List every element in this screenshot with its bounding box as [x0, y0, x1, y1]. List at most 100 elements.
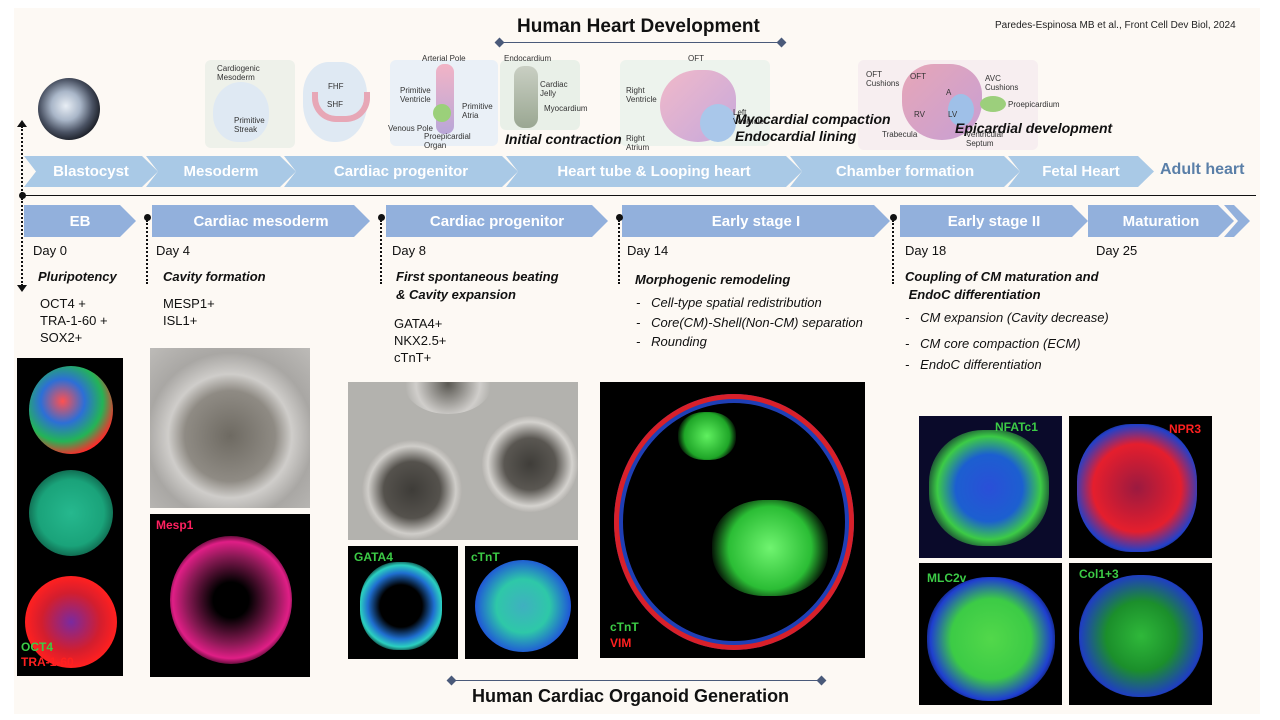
mesp1-stain-image: Mesp1 — [150, 514, 310, 677]
jelly-tube-shape — [514, 66, 538, 128]
label-rv: RV — [914, 110, 925, 119]
label-oft: OFT — [688, 54, 704, 63]
label-a: A — [946, 88, 952, 97]
stain-label-oct4: OCT4 — [21, 640, 54, 654]
stain-label-ctnt: cTnT — [471, 550, 500, 564]
stage-adult-heart: Adult heart — [1160, 161, 1245, 178]
bullet-redistribution: - Cell-type spatial redistribution — [636, 295, 822, 310]
label-fhf: FHF — [328, 82, 344, 91]
label-cardiac-jelly: Cardiac Jelly — [540, 80, 568, 98]
organoid-c — [404, 382, 492, 414]
bullet-cm-compaction: - CM core compaction (ECM) — [905, 336, 1081, 351]
stage4-dot — [616, 214, 623, 221]
heading-morphogenic-remodeling: Morphogenic remodeling — [635, 272, 791, 287]
stage2-line — [146, 220, 148, 284]
label-left-ventricle: Left Ventricle — [733, 108, 764, 126]
stage3-line — [380, 220, 382, 284]
eb-sox2-stain — [29, 470, 113, 556]
gata4-stain-image: GATA4 — [348, 546, 458, 659]
footer-title: Human Cardiac Organoid Generation — [472, 686, 790, 706]
eb-arrow-head — [17, 285, 27, 292]
ctnt-disc — [475, 560, 571, 652]
marker-nkx25: NKX2.5+ — [394, 333, 447, 348]
gata4-ring — [360, 562, 442, 650]
blastocyst-image — [38, 78, 100, 140]
bullet-rounding: - Rounding — [636, 334, 707, 349]
mlc2v-blob — [927, 577, 1055, 701]
day-18: Day 18 — [905, 243, 947, 258]
organoid-stage-cardiac-progenitor: Cardiac progenitor — [386, 205, 608, 237]
stage2-dot — [144, 214, 151, 221]
heading-first-beating: First spontaneous beating & Cavity expan… — [396, 269, 559, 302]
label-oft-small: OFT — [910, 72, 926, 81]
proepicardial-organ-shape — [433, 104, 451, 122]
stage4-line — [618, 220, 620, 284]
label-lv: LV — [948, 110, 958, 119]
event-initial-contraction: Initial contraction — [505, 131, 622, 147]
day-14: Day 14 — [627, 243, 669, 258]
heart-tube-shape — [436, 64, 454, 134]
label-venous-pole: Venous Pole — [388, 124, 433, 133]
timeline-axis — [22, 195, 1256, 196]
bullet-endoc: - EndoC differentiation — [905, 357, 1042, 372]
label-avc-cushions: AVC Cushions — [985, 74, 1019, 92]
day-8: Day 8 — [392, 243, 426, 258]
progenitor-brightfield-image — [348, 382, 578, 540]
left-ventricle-shape — [700, 104, 736, 142]
up-arrow-head — [17, 120, 27, 127]
stage-fetal-heart: Fetal Heart — [1008, 156, 1154, 187]
cardiac-jelly-illustration — [500, 60, 580, 130]
heading-coupling: Coupling of CM maturation and EndoC diff… — [905, 269, 1099, 302]
marker-gata4: GATA4+ — [394, 316, 443, 331]
stain-label-npr3: NPR3 — [1169, 422, 1202, 436]
early-stage-1-stain-image: cTnT VIM — [600, 382, 865, 658]
label-oft-cushions: OFT Cushions — [866, 70, 900, 88]
timeline-origin-dot — [19, 192, 26, 199]
col13-stain-image: Col1+3 — [1069, 563, 1212, 705]
organoid-a — [362, 440, 462, 540]
bullet-core-shell: - Core(CM)-Shell(Non-CM) separation — [636, 315, 863, 330]
embryo-disc — [213, 82, 269, 142]
label-right-ventricle: Right Ventricle — [626, 86, 657, 104]
ctnt-cluster-2 — [712, 500, 828, 596]
col13-blob — [1079, 575, 1203, 697]
stage-heart-tube-looping: Heart tube & Looping heart — [506, 156, 802, 187]
stain-label-mesp1: Mesp1 — [156, 518, 194, 532]
bullet-cm-expansion: - CM expansion (Cavity decrease) — [905, 310, 1109, 325]
npr3-blob — [1077, 424, 1197, 552]
label-cardiogenic-mesoderm: Cardiogenic Mesoderm — [217, 64, 260, 82]
stain-label-col13: Col1+3 — [1079, 567, 1119, 581]
stage-chamber-formation: Chamber formation — [790, 156, 1020, 187]
marker-isl1: ISL1+ — [163, 313, 198, 328]
stage3-dot — [378, 214, 385, 221]
eb-merged-stain — [29, 366, 113, 454]
eb-dotted-line — [21, 198, 23, 286]
mesoderm-brightfield-image — [150, 348, 310, 508]
heading-pluripotency: Pluripotency — [38, 269, 117, 284]
citation: Paredes-Espinosa MB et al., Front Cell D… — [995, 20, 1236, 31]
stain-label-nfatc1: NFATc1 — [995, 420, 1038, 434]
marker-ctnt: cTnT+ — [394, 350, 432, 365]
npr3-stain-image: NPR3 — [1069, 416, 1212, 558]
label-myocardium: Myocardium — [544, 104, 588, 113]
stain-label-ctnt-i: cTnT — [610, 620, 639, 634]
figure-title: Human Heart Development — [517, 16, 760, 37]
stage-mesoderm: Mesoderm — [146, 156, 296, 187]
nfatc1-stain-image: NFATc1 — [919, 416, 1062, 558]
label-primitive-atria: Primitive Atria — [462, 102, 493, 120]
label-ventricular-septum: Ventricular Septum — [966, 130, 1004, 148]
stage-cardiac-progenitor: Cardiac progenitor — [284, 156, 518, 187]
title-rule — [500, 42, 782, 43]
label-proepicardial-organ: Proepicardial Organ — [424, 132, 471, 150]
ctnt-cluster-1 — [678, 412, 736, 460]
marker-mesp1: MESP1+ — [163, 296, 215, 311]
heading-cavity-formation: Cavity formation — [163, 269, 266, 284]
label-primitive-ventricle: Primitive Ventricle — [400, 86, 431, 104]
day-0: Day 0 — [33, 243, 67, 258]
mesp1-ring — [170, 536, 292, 664]
organoid-stage-cardiac-mesoderm: Cardiac mesoderm — [152, 205, 370, 237]
marker-tra160: TRA-1-60 + — [40, 313, 108, 328]
label-arterial-pole: Arterial Pole — [422, 54, 466, 63]
ctnt-stain-image: cTnT — [465, 546, 578, 659]
stain-label-gata4: GATA4 — [354, 550, 393, 564]
